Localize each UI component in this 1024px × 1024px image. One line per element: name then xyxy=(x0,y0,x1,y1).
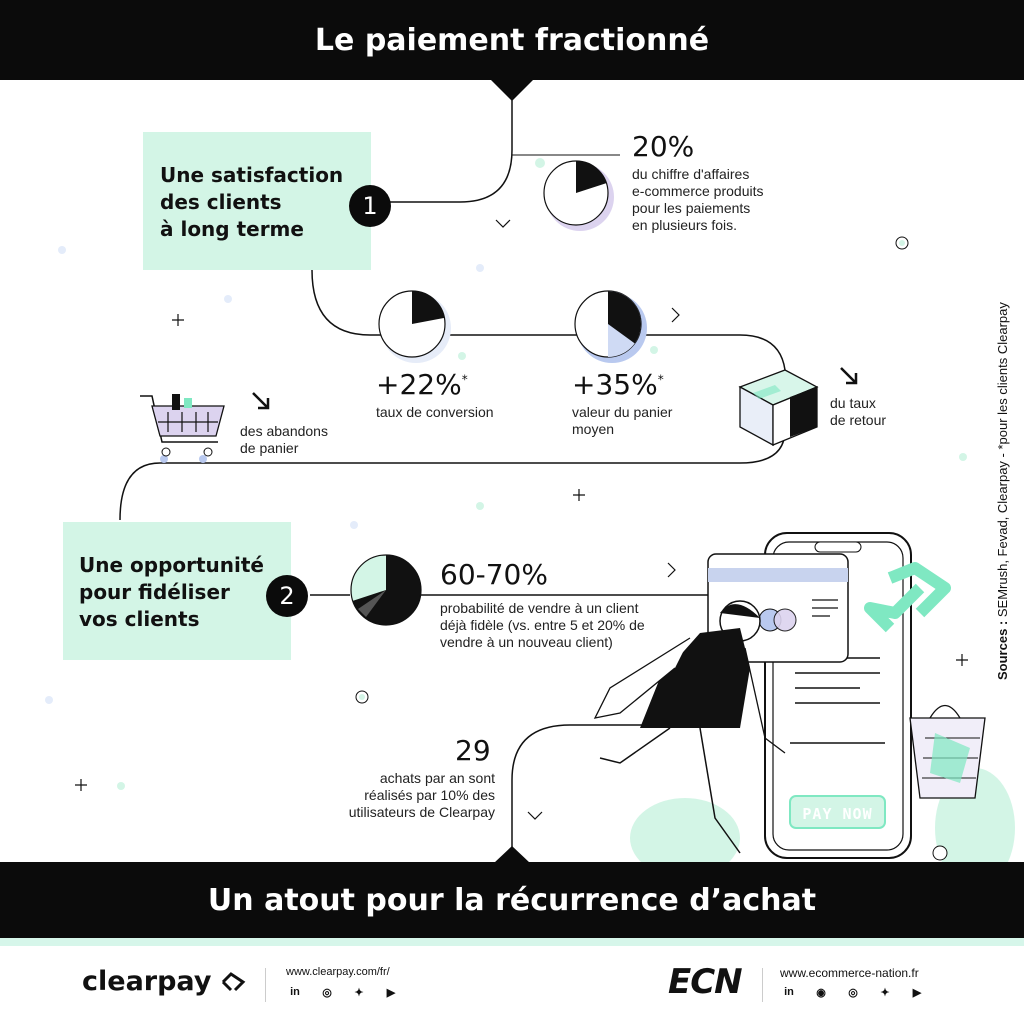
pie-20 xyxy=(543,160,614,231)
bottom-bar: Un atout pour la récurrence d’achat xyxy=(0,862,1024,938)
instagram-icon[interactable]: ◎ xyxy=(848,987,858,999)
pie-6070 xyxy=(350,554,422,626)
clearpay-arrows-icon xyxy=(222,971,246,991)
section2-line: pour fidéliser xyxy=(79,580,230,604)
podcast-icon[interactable]: ◉ xyxy=(816,987,826,999)
stat-6070-value: 60-70% xyxy=(440,558,548,591)
section1-line: Une satisfaction xyxy=(160,163,344,187)
stat-29-value: 29 xyxy=(455,734,491,767)
stat-29-text: achats par an sont réalisés par 10% des … xyxy=(348,770,495,820)
twitter-icon[interactable]: ✦ xyxy=(354,987,364,999)
stat-6070-text: probabilité de vendre à un client déjà f… xyxy=(440,600,645,650)
sources-text: SEMrush, Fevad, Clearpay - *pour les cli… xyxy=(995,302,1010,621)
bottom-title: Un atout pour la récurrence d’achat xyxy=(207,882,817,918)
pie-35 xyxy=(574,290,647,363)
bottom-notch xyxy=(494,846,530,863)
stat-22-text: taux de conversion xyxy=(376,404,494,420)
section2-line: vos clients xyxy=(79,607,200,631)
section1-line: à long terme xyxy=(160,217,304,241)
stat-22-value: +22%* xyxy=(376,368,468,401)
stat-35-text: valeur du panier moyen xyxy=(572,404,673,437)
footer-divider xyxy=(762,968,763,1002)
linkedin-icon[interactable]: in xyxy=(290,986,300,998)
twitter-icon[interactable]: ✦ xyxy=(880,987,890,999)
decorative-dots xyxy=(45,158,967,790)
arrow-down-right-icon xyxy=(252,392,270,410)
header-bar: Le paiement fractionné xyxy=(0,0,1024,80)
section2-line: Une opportunité xyxy=(79,553,264,577)
stat-35-value: +35%* xyxy=(572,368,664,401)
sources-label: Sources : xyxy=(995,620,1010,680)
phone-illustration xyxy=(593,532,1015,862)
youtube-icon[interactable]: ▶ xyxy=(912,987,922,999)
clearpay-logo[interactable]: clearpay xyxy=(82,966,247,997)
youtube-icon[interactable]: ▶ xyxy=(386,987,396,999)
pay-now-button: PAY NOW xyxy=(802,805,873,823)
mint-divider xyxy=(0,938,1024,946)
instagram-icon[interactable]: ◎ xyxy=(322,987,332,999)
section2-box: Une opportunité pour fidéliser vos clien… xyxy=(63,522,291,660)
clearpay-social: in ◎ ✦ ▶ xyxy=(288,986,398,999)
stat-20-value: 20% xyxy=(632,130,695,163)
stat-abandon-text: des abandons de panier xyxy=(240,423,328,456)
section1-line: des clients xyxy=(160,190,282,214)
arrow-down-right-icon xyxy=(840,367,858,385)
decorative-marks xyxy=(75,219,968,820)
page-title: Le paiement fractionné xyxy=(314,22,710,58)
section2-number: 2 xyxy=(266,575,308,617)
ecn-url[interactable]: www.ecommerce-nation.fr xyxy=(780,966,919,980)
package-box-icon xyxy=(738,369,819,447)
section1-number: 1 xyxy=(349,185,391,227)
linkedin-icon[interactable]: in xyxy=(784,986,794,998)
shopping-cart-icon xyxy=(140,394,225,457)
footer-divider xyxy=(265,968,266,1002)
stat-20-text: du chiffre d'affaires e-commerce produit… xyxy=(632,166,764,233)
clearpay-url[interactable]: www.clearpay.com/fr/ xyxy=(286,966,390,978)
sources-note: Sources : SEMrush, Fevad, Clearpay - *po… xyxy=(995,240,1015,680)
stat-retour-text: du taux de retour xyxy=(830,395,887,428)
ecn-social: in ◉ ◎ ✦ ▶ xyxy=(782,986,924,999)
section1-box: Une satisfaction des clients à long term… xyxy=(143,132,371,270)
header-notch xyxy=(490,79,534,101)
pie-22 xyxy=(378,290,451,363)
ecn-logo[interactable]: ECN xyxy=(668,962,743,1002)
